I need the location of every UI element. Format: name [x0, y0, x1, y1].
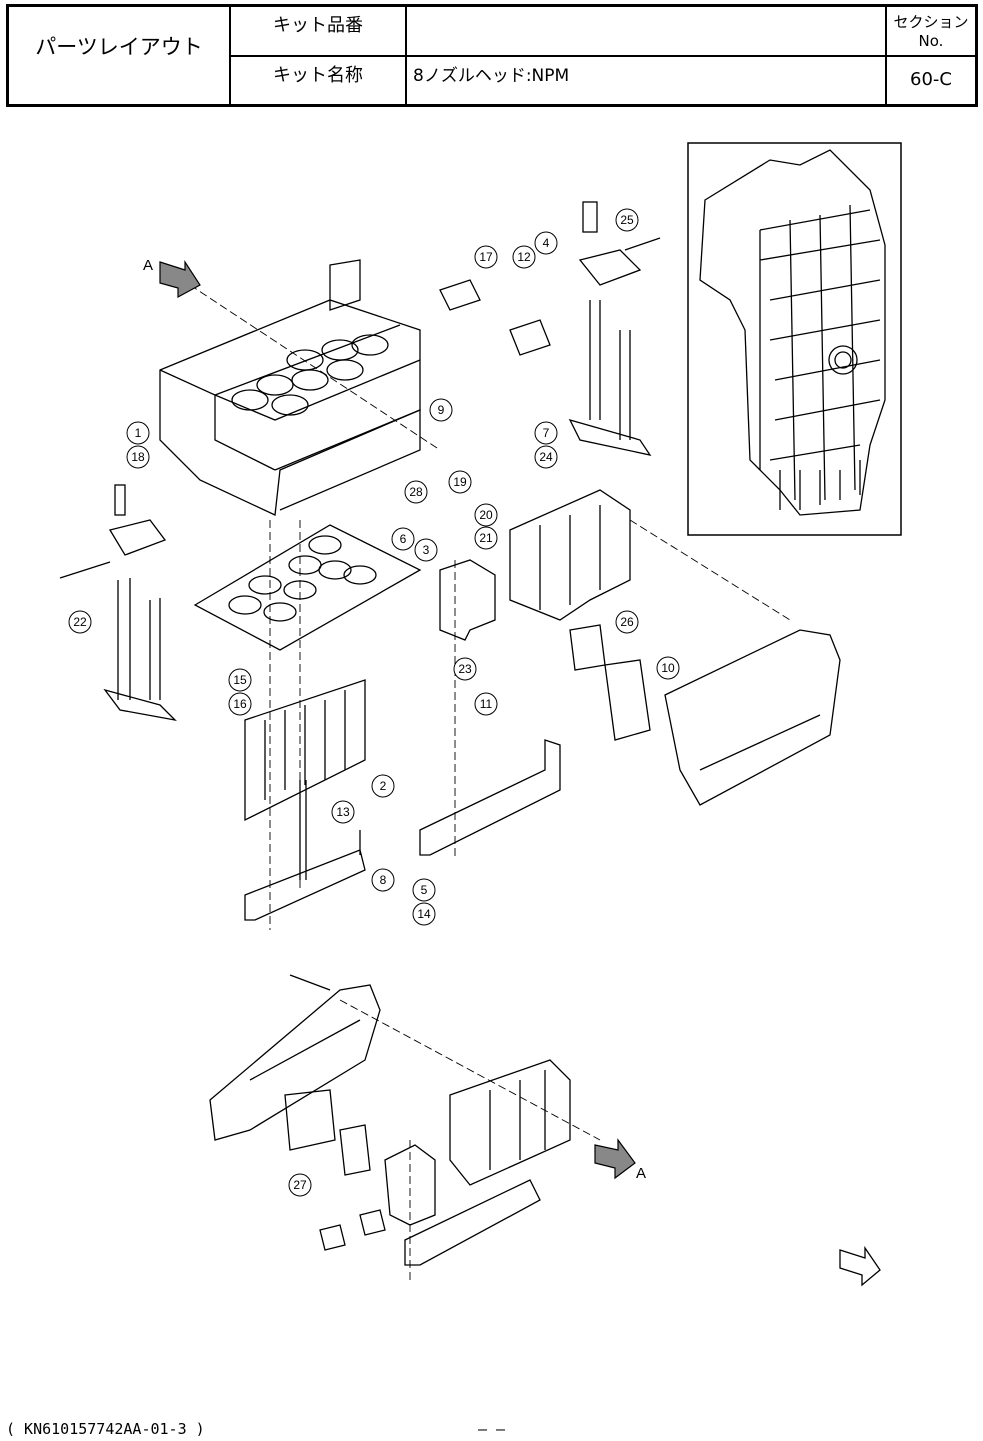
callout-19: 19	[449, 471, 471, 493]
callout-23: 23	[454, 658, 476, 680]
svg-text:A: A	[636, 1165, 646, 1182]
callout-16: 16	[229, 693, 251, 715]
bracket-part-5	[420, 740, 560, 855]
callout-2: 2	[372, 775, 394, 797]
callout-14: 14	[413, 903, 435, 925]
base-block	[160, 260, 420, 515]
callout-4: 4	[535, 232, 557, 254]
standoff-right	[570, 202, 660, 455]
callout-10: 10	[657, 657, 679, 679]
callout-label: 12	[517, 250, 531, 264]
callout-3: 3	[415, 539, 437, 561]
callout-label: 26	[620, 615, 634, 629]
direction-arrow-icon	[840, 1248, 880, 1285]
callout-15: 15	[229, 669, 251, 691]
callout-22: 22	[69, 611, 91, 633]
callout-13: 13	[332, 801, 354, 823]
callout-20: 20	[475, 504, 497, 526]
callout-9: 9	[430, 399, 452, 421]
callout-label: 7	[543, 426, 550, 440]
svg-text:A: A	[143, 257, 153, 274]
callout-27: 27	[289, 1174, 311, 1196]
callout-label: 11	[480, 697, 493, 711]
callout-label: 18	[131, 450, 145, 464]
callout-6: 6	[392, 528, 414, 550]
callout-7: 7	[535, 422, 557, 444]
callout-label: 13	[336, 805, 350, 819]
lower-assembly	[210, 975, 570, 1265]
callout-label: 16	[233, 697, 247, 711]
callout-label: 27	[293, 1178, 307, 1192]
screw-part-13	[300, 780, 306, 880]
callout-label: 10	[661, 661, 675, 675]
callout-label: 19	[453, 475, 467, 489]
callout-11: 11	[475, 693, 497, 715]
callout-25: 25	[616, 209, 638, 231]
block-part-3	[440, 560, 495, 640]
callout-label: 4	[543, 236, 550, 250]
page-number-marks: – –	[478, 1420, 505, 1438]
callout-label: 3	[423, 543, 430, 557]
view-arrow-a-bottom: A	[595, 1140, 646, 1182]
callout-label: 25	[620, 213, 634, 227]
callout-21: 21	[475, 527, 497, 549]
callout-label: 2	[380, 779, 387, 793]
callout-24: 24	[535, 446, 557, 468]
callout-label: 17	[479, 250, 493, 264]
manifold-part-2	[245, 680, 365, 820]
callout-28: 28	[405, 481, 427, 503]
callout-label: 22	[73, 615, 87, 629]
callout-26: 26	[616, 611, 638, 633]
callout-5: 5	[413, 879, 435, 901]
callout-17: 17	[475, 246, 497, 268]
callout-label: 20	[479, 508, 493, 522]
standoff-left	[60, 485, 175, 720]
callout-8: 8	[372, 869, 394, 891]
callout-label: 28	[409, 485, 423, 499]
callout-label: 9	[438, 403, 445, 417]
bracket-part-8	[245, 830, 365, 920]
gasket-plate	[195, 525, 420, 650]
callout-label: 21	[479, 531, 493, 545]
view-arrow-a-top: A	[143, 257, 200, 297]
assembled-head-illustration	[700, 150, 885, 515]
callout-label: 15	[233, 673, 247, 687]
callout-label: 14	[417, 907, 431, 921]
callout-label: 6	[400, 532, 407, 546]
callout-label: 23	[458, 662, 472, 676]
fittings-part-17	[440, 280, 550, 355]
frame-part-10	[665, 630, 840, 805]
callout-label: 5	[421, 883, 428, 897]
callout-1: 1	[127, 422, 149, 444]
callout-12: 12	[513, 246, 535, 268]
callout-label: 24	[539, 450, 553, 464]
callout-label: 8	[380, 873, 387, 887]
document-code: ( KN610157742AA-01-3 )	[6, 1420, 205, 1438]
callout-18: 18	[127, 446, 149, 468]
callout-label: 1	[135, 426, 142, 440]
part-callouts: 1234567891011121314151617181920212223242…	[69, 209, 679, 1196]
